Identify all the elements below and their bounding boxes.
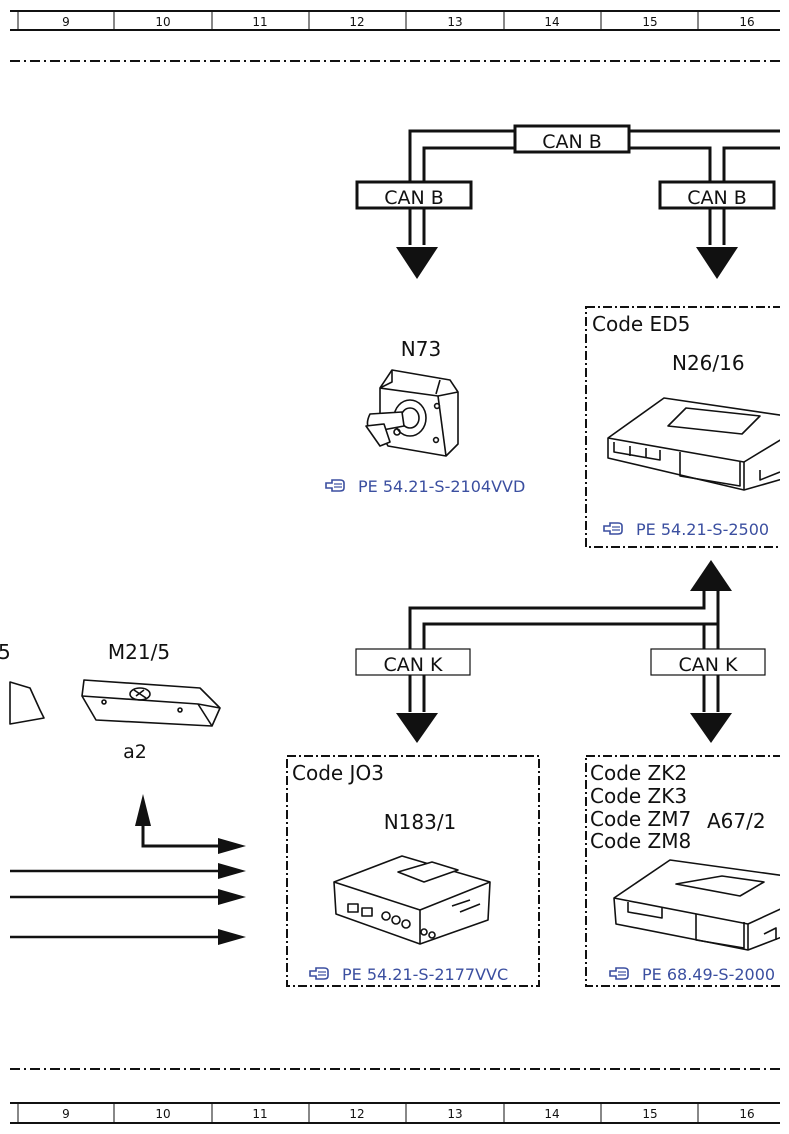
- svg-text:CAN B: CAN B: [384, 187, 444, 209]
- partial-component-label: 5: [0, 640, 11, 664]
- grid-number-9: 9: [62, 15, 70, 29]
- n183-1-label: N183/1: [384, 810, 457, 834]
- grid-number-13: 13: [447, 15, 462, 29]
- grid-number-16: 16: [739, 15, 754, 29]
- m21-5-sub-label: a2: [123, 741, 147, 763]
- grid-number-12: 12: [349, 1107, 364, 1121]
- arrow-head-icon: [218, 929, 246, 945]
- arrow-head-icon: [218, 889, 246, 905]
- arrow-head-icon: [690, 560, 732, 591]
- control-unit-icon: [613, 859, 780, 951]
- arrow-head-icon: [690, 713, 732, 743]
- pointing-hand-icon: [325, 479, 345, 492]
- bottom-grid-bar: 9 10 11 12 13 14 15 16: [10, 1102, 780, 1124]
- n73-label: N73: [401, 337, 441, 361]
- a67-2-code-2: Code ZK3: [590, 784, 687, 808]
- grid-number-14: 14: [544, 15, 559, 29]
- arrow-head-icon: [218, 863, 246, 879]
- arrow-head-icon: [696, 247, 738, 279]
- control-unit-icon: [333, 855, 491, 945]
- can-b-left-label: CAN B: [355, 180, 473, 210]
- n26-16-reference[interactable]: PE 54.21-S-2500: [636, 520, 769, 539]
- grid-number-10: 10: [155, 1107, 170, 1121]
- a67-2-code-4: Code ZM8: [590, 829, 691, 853]
- grid-number-11: 11: [252, 15, 267, 29]
- svg-text:CAN K: CAN K: [679, 654, 739, 676]
- a67-2-module-box: Code ZK2 Code ZK3 Code ZM7 Code ZM8 A67/…: [585, 755, 780, 987]
- n26-16-label: N26/16: [672, 351, 745, 375]
- control-unit-icon: [607, 397, 780, 491]
- n183-1-reference[interactable]: PE 54.21-S-2177VVC: [342, 965, 508, 984]
- grid-number-15: 15: [642, 1107, 657, 1121]
- m21-5-label: M21/5: [108, 640, 170, 664]
- svg-text:CAN B: CAN B: [687, 187, 747, 209]
- n183-1-module-box: Code JO3 N183/1 PE 54.21-S-2177VVC: [286, 755, 540, 987]
- arrow-head-icon: [135, 794, 151, 826]
- arrow-head-icon: [396, 713, 438, 743]
- a67-2-label: A67/2: [707, 809, 766, 833]
- arrow-head-icon: [218, 838, 246, 854]
- svg-text:CAN K: CAN K: [384, 654, 444, 676]
- grid-number-12: 12: [349, 15, 364, 29]
- svg-text:CAN B: CAN B: [542, 131, 602, 153]
- n73-reference[interactable]: PE 54.21-S-2104VVD: [358, 477, 525, 496]
- a67-2-code-3: Code ZM7: [590, 807, 691, 831]
- m21-5-component: 5 M21/5 a2: [0, 640, 221, 763]
- actuator-module-icon: [81, 679, 221, 727]
- arrow-head-icon: [396, 247, 438, 279]
- n183-1-code: Code JO3: [292, 761, 384, 785]
- left-signal-lines: [10, 794, 246, 945]
- can-b-trunk-label: CAN B: [513, 124, 631, 154]
- grid-number-14: 14: [544, 1107, 559, 1121]
- ignition-lock-icon: [365, 369, 459, 457]
- partial-module-icon: [9, 681, 45, 725]
- grid-number-9: 9: [62, 1107, 70, 1121]
- n26-16-module-box: Code ED5 N26/16 PE 54.21-S-2500: [585, 306, 780, 548]
- n73-ignition-switch: N73 PE 54.21-S-2104VVD: [325, 337, 525, 496]
- a67-2-code-1: Code ZK2: [590, 761, 687, 785]
- a67-2-reference[interactable]: PE 68.49-S-2000: [642, 965, 775, 984]
- grid-number-15: 15: [642, 15, 657, 29]
- n26-16-code: Code ED5: [592, 312, 690, 336]
- top-grid-bar: 9 10 11 12 13 14 15 16: [10, 10, 780, 31]
- can-k-right-label: CAN K: [650, 648, 766, 676]
- grid-number-16: 16: [739, 1107, 754, 1121]
- can-k-left-label: CAN K: [355, 648, 471, 676]
- grid-number-10: 10: [155, 15, 170, 29]
- can-b-right-label: CAN B: [658, 180, 776, 210]
- grid-number-11: 11: [252, 1107, 267, 1121]
- grid-number-13: 13: [447, 1107, 462, 1121]
